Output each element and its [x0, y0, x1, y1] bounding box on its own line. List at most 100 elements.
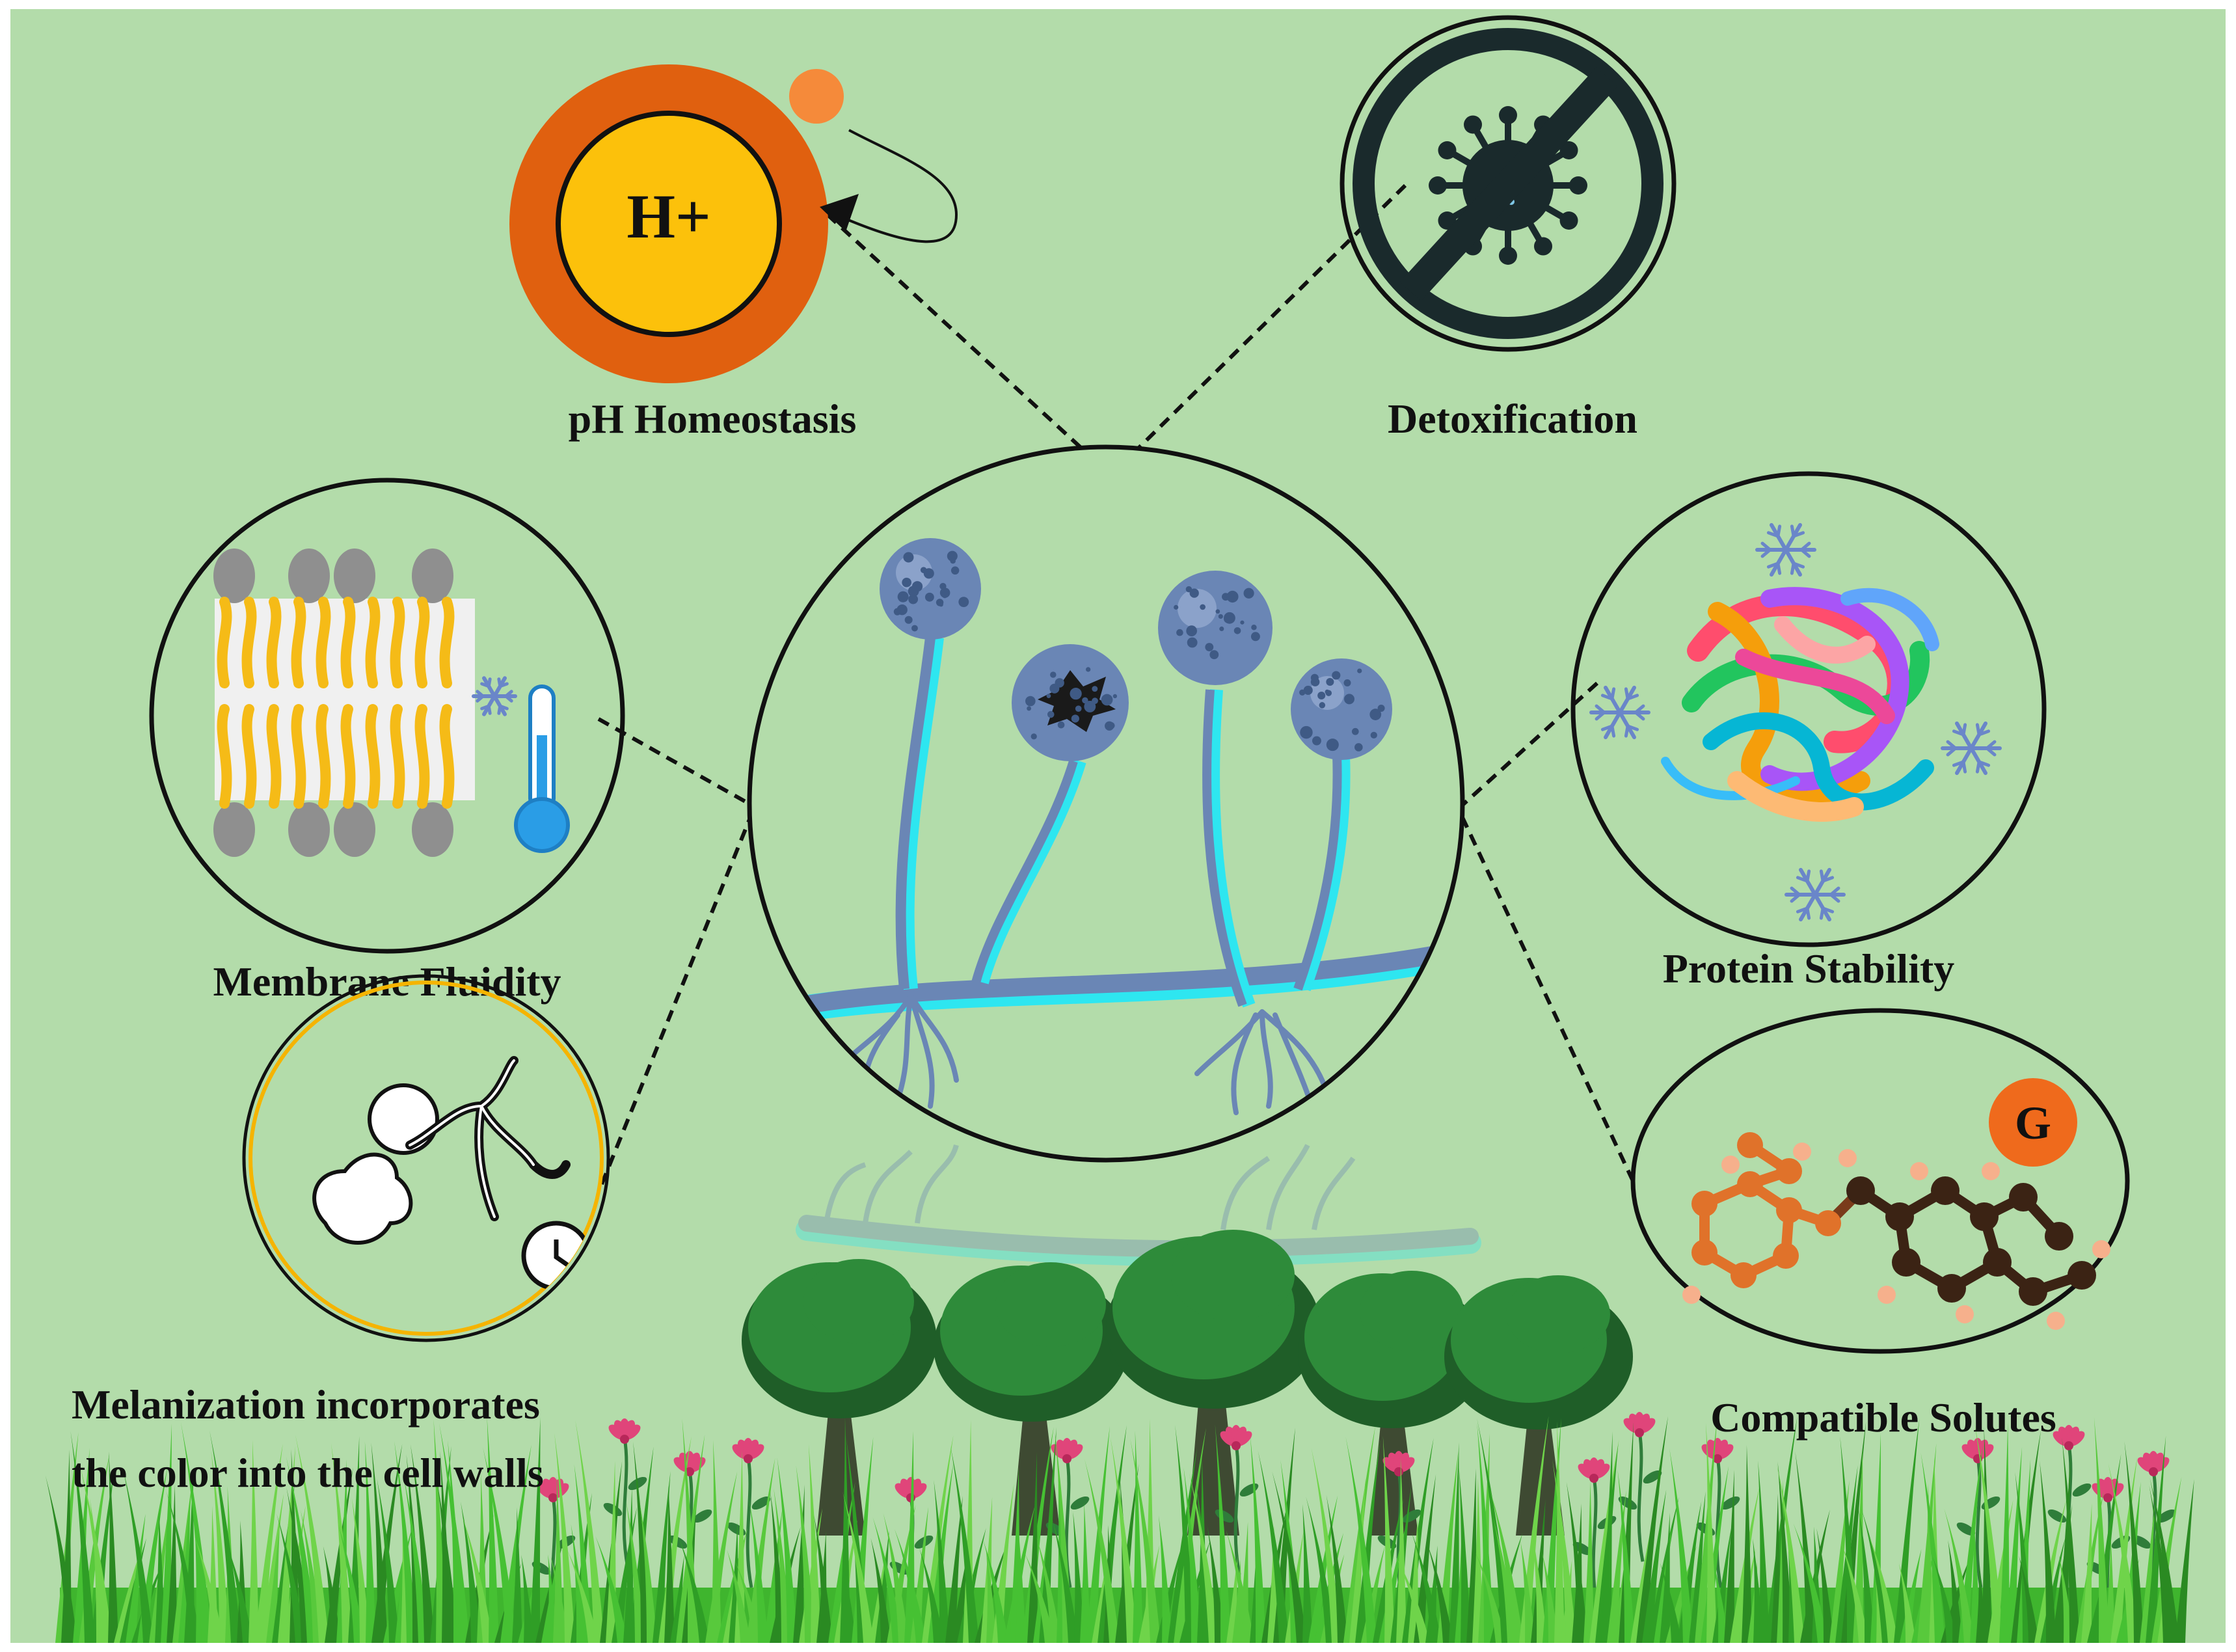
- center-circle: [747, 444, 1465, 1163]
- spore-spot: [1209, 650, 1219, 660]
- spore-spot: [1317, 691, 1326, 700]
- lipid-tail: [365, 704, 381, 809]
- spore-spot: [904, 616, 913, 624]
- spore-spot: [1049, 683, 1060, 694]
- spore-spot: [1108, 722, 1115, 729]
- atom: [2047, 1312, 2065, 1330]
- spore-spot: [1319, 702, 1326, 709]
- atom: [1885, 1202, 1914, 1231]
- spore-spot: [1030, 733, 1037, 740]
- lipid-bilayer-icon: [213, 548, 475, 857]
- spore-spot: [1085, 667, 1091, 672]
- spore-spot: [1101, 694, 1113, 706]
- lipid-tail: [266, 597, 282, 688]
- atom: [2092, 1240, 2110, 1258]
- atom: [1721, 1156, 1740, 1174]
- lipid-tail: [414, 597, 430, 688]
- spore-spot: [1299, 689, 1306, 696]
- atom: [1970, 1202, 1999, 1231]
- atom: [2019, 1277, 2047, 1306]
- rhizoids: [837, 993, 1330, 1115]
- prohibition-ring: [1353, 28, 1664, 339]
- spore-spot: [1057, 721, 1065, 729]
- sporangium: [880, 538, 981, 640]
- spore-spot: [950, 558, 956, 564]
- lipid-tail: [241, 597, 257, 688]
- sporangium: [1291, 658, 1392, 760]
- sporangiophore: [1202, 689, 1247, 1007]
- atom: [1846, 1176, 1875, 1205]
- fungus-center-group: [747, 444, 1465, 1163]
- thermometer-bulb: [514, 797, 570, 853]
- lipid-head: [334, 548, 375, 603]
- spore-spot: [903, 552, 914, 563]
- trunk: [1187, 1379, 1239, 1536]
- spore-spot: [1377, 704, 1385, 712]
- snowflake-icon: [1941, 721, 2002, 776]
- atom: [1878, 1286, 1896, 1304]
- g-ball: [1989, 1078, 2077, 1167]
- atom: [1737, 1171, 1763, 1197]
- snowflake-icon: [1589, 685, 1650, 740]
- atom: [1737, 1132, 1763, 1158]
- atom: [1682, 1286, 1701, 1304]
- spore-spot: [1215, 609, 1220, 614]
- connector-melanization: [600, 789, 763, 1185]
- spore-spot: [950, 566, 960, 575]
- spore-spot: [1205, 643, 1214, 651]
- spore-spot: [908, 594, 919, 604]
- cycle-arrow-line: [835, 129, 958, 243]
- ph-homeostasis-group: H+ pH Homeostasis: [509, 64, 958, 442]
- spore-spot: [1250, 632, 1260, 642]
- lipid-tail: [291, 704, 306, 809]
- lipid-tail: [241, 704, 257, 809]
- spore-spot: [1027, 706, 1032, 711]
- spore-spot: [1240, 620, 1245, 625]
- spore-spot: [1025, 697, 1032, 705]
- protein-circle: [1570, 471, 2047, 947]
- spore-spot: [1300, 725, 1313, 739]
- spore-spot: [1219, 626, 1224, 632]
- trunk: [1516, 1405, 1565, 1536]
- proton-symbol: H+: [626, 182, 710, 251]
- lipid-head: [213, 548, 255, 603]
- trees: [742, 1230, 1633, 1536]
- spore-spot: [1084, 700, 1096, 712]
- atom: [1691, 1191, 1717, 1217]
- spore-spot: [920, 567, 927, 573]
- spore-spot: [947, 550, 958, 562]
- protein-stability-group: Protein Stability: [1570, 471, 2047, 992]
- snowflake-icon: [1785, 867, 1846, 922]
- lipid-tail: [365, 597, 381, 688]
- atom: [1773, 1243, 1799, 1269]
- compatible-solutes-group: G Compatible Solutes: [1630, 1008, 2130, 1441]
- spore-spot: [1312, 736, 1321, 746]
- spore-spot: [1047, 711, 1055, 718]
- spore-spot: [924, 592, 934, 602]
- sporangium: [1158, 571, 1273, 685]
- membrane-fluidity-group: Membrane Fluidity: [149, 478, 625, 1005]
- spore-spot: [1092, 686, 1098, 692]
- atom: [1815, 1210, 1841, 1236]
- fungus-icon: [790, 538, 1462, 1115]
- atom: [1937, 1274, 1966, 1303]
- tree: [1106, 1230, 1321, 1536]
- reflected-roots: [824, 1144, 1356, 1230]
- ph-label: pH Homeostasis: [569, 396, 857, 442]
- solutes-label: Compatible Solutes: [1710, 1394, 2056, 1441]
- solutes-circle: [1630, 1008, 2130, 1354]
- connector-ph: [826, 213, 1111, 476]
- canopy: [995, 1262, 1106, 1347]
- lipid-tail: [217, 704, 232, 809]
- lipid-head: [334, 802, 375, 857]
- thermometer-icon: [514, 684, 570, 853]
- atom: [1892, 1248, 1920, 1277]
- spore-spot: [1218, 614, 1223, 619]
- atom: [1956, 1305, 1974, 1323]
- spore-spot: [1325, 690, 1332, 696]
- atom: [2045, 1222, 2073, 1251]
- spore-spot: [1189, 588, 1199, 598]
- hypha: [794, 940, 1462, 1014]
- lipid-tail: [316, 597, 331, 688]
- spore-spot: [1357, 668, 1362, 673]
